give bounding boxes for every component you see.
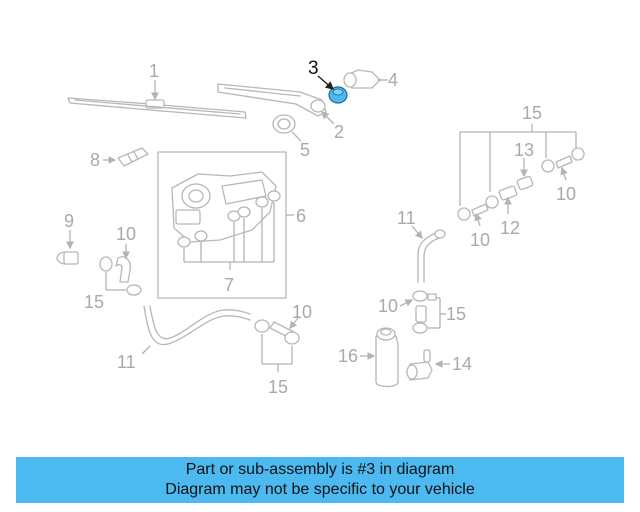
bottom-connector-fittings[interactable] — [254, 319, 300, 345]
left-clamp-leaders — [105, 272, 126, 291]
callout-10c: 10 — [470, 230, 490, 250]
callout-1: 1 — [149, 61, 159, 81]
callout-15a: 15 — [84, 292, 104, 312]
callout-15b: 15 — [268, 377, 288, 397]
leader-line — [141, 345, 151, 355]
left-elbow-hose[interactable] — [99, 256, 142, 296]
callout-10d: 10 — [556, 184, 576, 204]
motor-seals[interactable] — [177, 190, 281, 248]
grommet[interactable] — [272, 114, 296, 134]
callout-4: 4 — [388, 70, 398, 90]
right-clamp-leaders — [428, 297, 446, 329]
callout-10b: 10 — [292, 302, 312, 322]
plug[interactable] — [117, 147, 149, 167]
arm-cap-nut-highlighted[interactable] — [328, 86, 348, 104]
wiper-blade[interactable] — [67, 97, 247, 119]
callout-14: 14 — [452, 354, 472, 374]
callout-7: 7 — [224, 275, 234, 295]
callout-6: 6 — [296, 206, 306, 226]
callout-10e: 10 — [378, 296, 398, 316]
seal-leaders — [183, 202, 275, 270]
callout-16: 16 — [338, 346, 358, 366]
callout-9: 9 — [64, 211, 74, 231]
right-clamp-fittings[interactable] — [412, 290, 437, 334]
wiper-motor-assembly[interactable] — [157, 151, 287, 299]
leader-line — [560, 166, 568, 181]
leader-line — [399, 299, 414, 307]
callout-10a: 10 — [116, 224, 136, 244]
callout-15c: 15 — [522, 103, 542, 123]
callout-11a: 11 — [117, 352, 136, 372]
washer-reservoir[interactable] — [375, 327, 399, 388]
leader-line — [291, 131, 302, 142]
leader-line — [289, 317, 299, 330]
leader-line — [321, 111, 335, 125]
parts-diagram: 1 2 3 4 5 8 — [56, 58, 585, 397]
washer-hose-right[interactable] — [417, 229, 446, 283]
banner-line-2: Diagram may not be specific to your vehi… — [165, 481, 475, 498]
callout-2: 2 — [334, 122, 344, 142]
right-nozzle-fittings[interactable] — [457, 147, 585, 221]
washer-hose-left[interactable] — [143, 305, 251, 346]
callout-15d: 15 — [446, 304, 466, 324]
callout-12: 12 — [500, 218, 520, 238]
leader-line — [411, 225, 423, 239]
callout-3: 3 — [308, 58, 319, 79]
callout-11b: 11 — [397, 208, 416, 228]
leader-line-highlighted — [317, 75, 335, 90]
info-banner: Part or sub-assembly is #3 in diagram Di… — [16, 457, 624, 503]
arm-cover-cap[interactable] — [343, 69, 381, 89]
callout-8: 8 — [90, 150, 100, 170]
callout-5: 5 — [300, 140, 310, 160]
mounting-bolt[interactable] — [56, 251, 79, 265]
washer-pump[interactable] — [406, 349, 433, 381]
banner-line-1: Part or sub-assembly is #3 in diagram — [185, 461, 455, 478]
right-upper-leaders — [459, 124, 577, 206]
callout-13: 13 — [514, 140, 534, 160]
leader-line — [474, 212, 482, 227]
bottom-clamp-leaders — [261, 334, 293, 372]
